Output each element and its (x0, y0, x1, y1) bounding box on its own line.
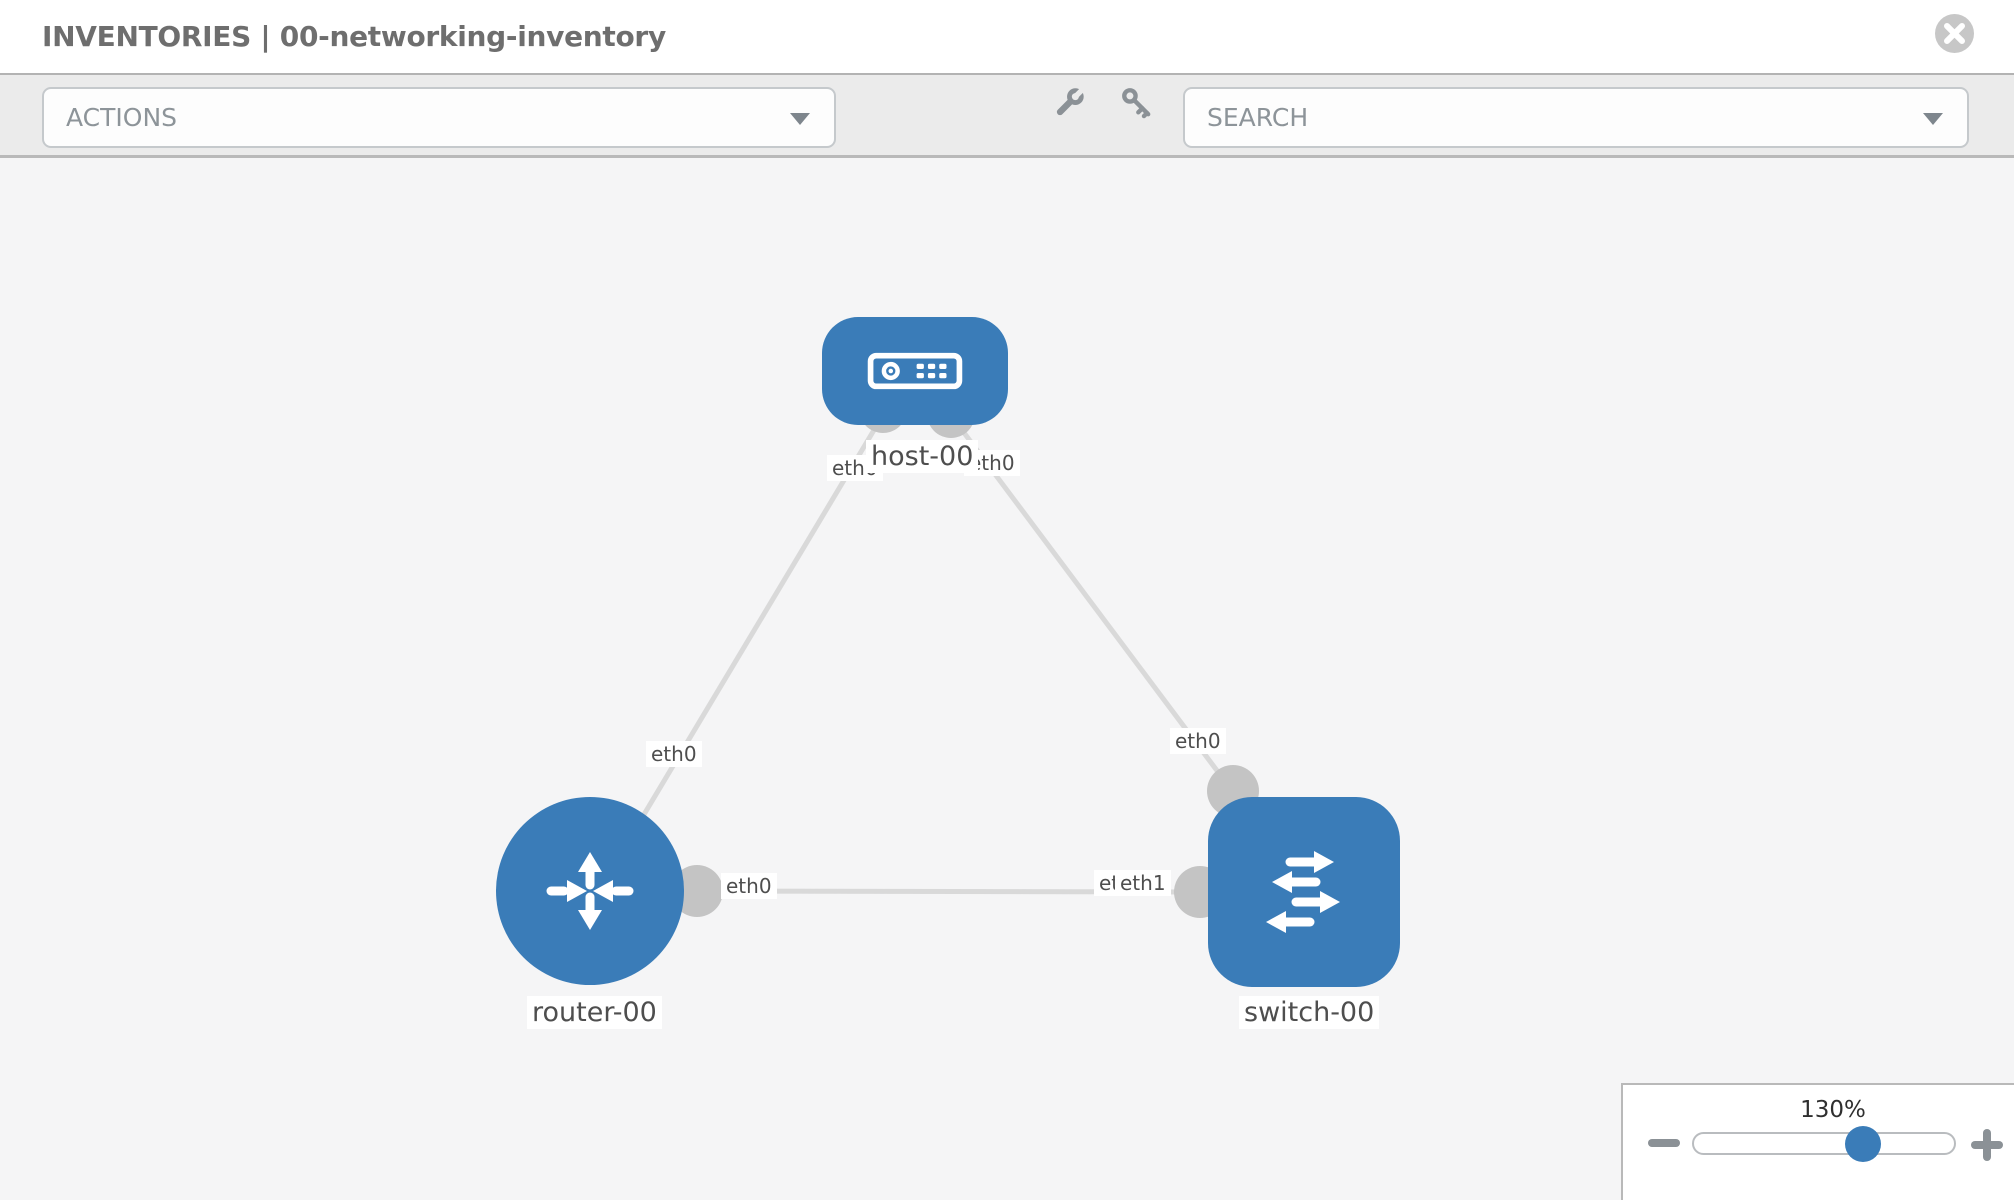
header: INVENTORIES | 00-networking-inventory (0, 0, 2014, 73)
close-button[interactable] (1935, 14, 1974, 53)
search-dropdown[interactable]: SEARCH (1183, 87, 1969, 148)
topology-canvas[interactable]: host-00 router-00 switch-00 eth0 eth0 et… (0, 158, 2014, 1200)
interface-label: eth1 (1115, 870, 1171, 896)
zoom-in-button plus-icon[interactable] (1971, 1129, 2003, 1161)
router-icon (546, 852, 634, 930)
search-dropdown-label: SEARCH (1207, 103, 1309, 132)
zoom-slider-thumb[interactable] (1845, 1126, 1881, 1162)
switch-icon (1266, 851, 1340, 933)
link-host-router[interactable] (594, 413, 886, 895)
actions-dropdown[interactable]: ACTIONS (42, 87, 836, 148)
zoom-slider-track[interactable] (1692, 1132, 1956, 1155)
interface-label: eth0 (1170, 728, 1226, 754)
close-icon (1944, 23, 1965, 44)
zoom-control-panel: 130% (1621, 1083, 2014, 1200)
node-switch-00[interactable] (1208, 797, 1400, 987)
node-host-00[interactable] (822, 317, 1008, 425)
node-label-host: host-00 (866, 440, 979, 473)
zoom-level-value: 130% (1800, 1097, 1866, 1123)
interface-dot-router[interactable] (671, 865, 723, 917)
chevron-down-icon (1923, 113, 1943, 125)
interface-label: eth0 (721, 873, 777, 899)
wrench-icon[interactable] (1049, 83, 1089, 123)
zoom-out-button minus-icon[interactable] (1648, 1139, 1680, 1147)
host-icon (867, 352, 963, 390)
actions-dropdown-label: ACTIONS (66, 103, 178, 132)
toolbar: ACTIONS SEARCH (0, 73, 2014, 158)
key-icon[interactable] (1117, 83, 1157, 123)
node-router-00[interactable] (496, 797, 684, 985)
node-label-router: router-00 (527, 996, 662, 1029)
links-layer (594, 385, 1259, 918)
node-label-switch: switch-00 (1239, 996, 1380, 1029)
chevron-down-icon (790, 113, 810, 125)
interface-label: eth0 (646, 741, 702, 767)
page-title: INVENTORIES | 00-networking-inventory (42, 20, 666, 53)
